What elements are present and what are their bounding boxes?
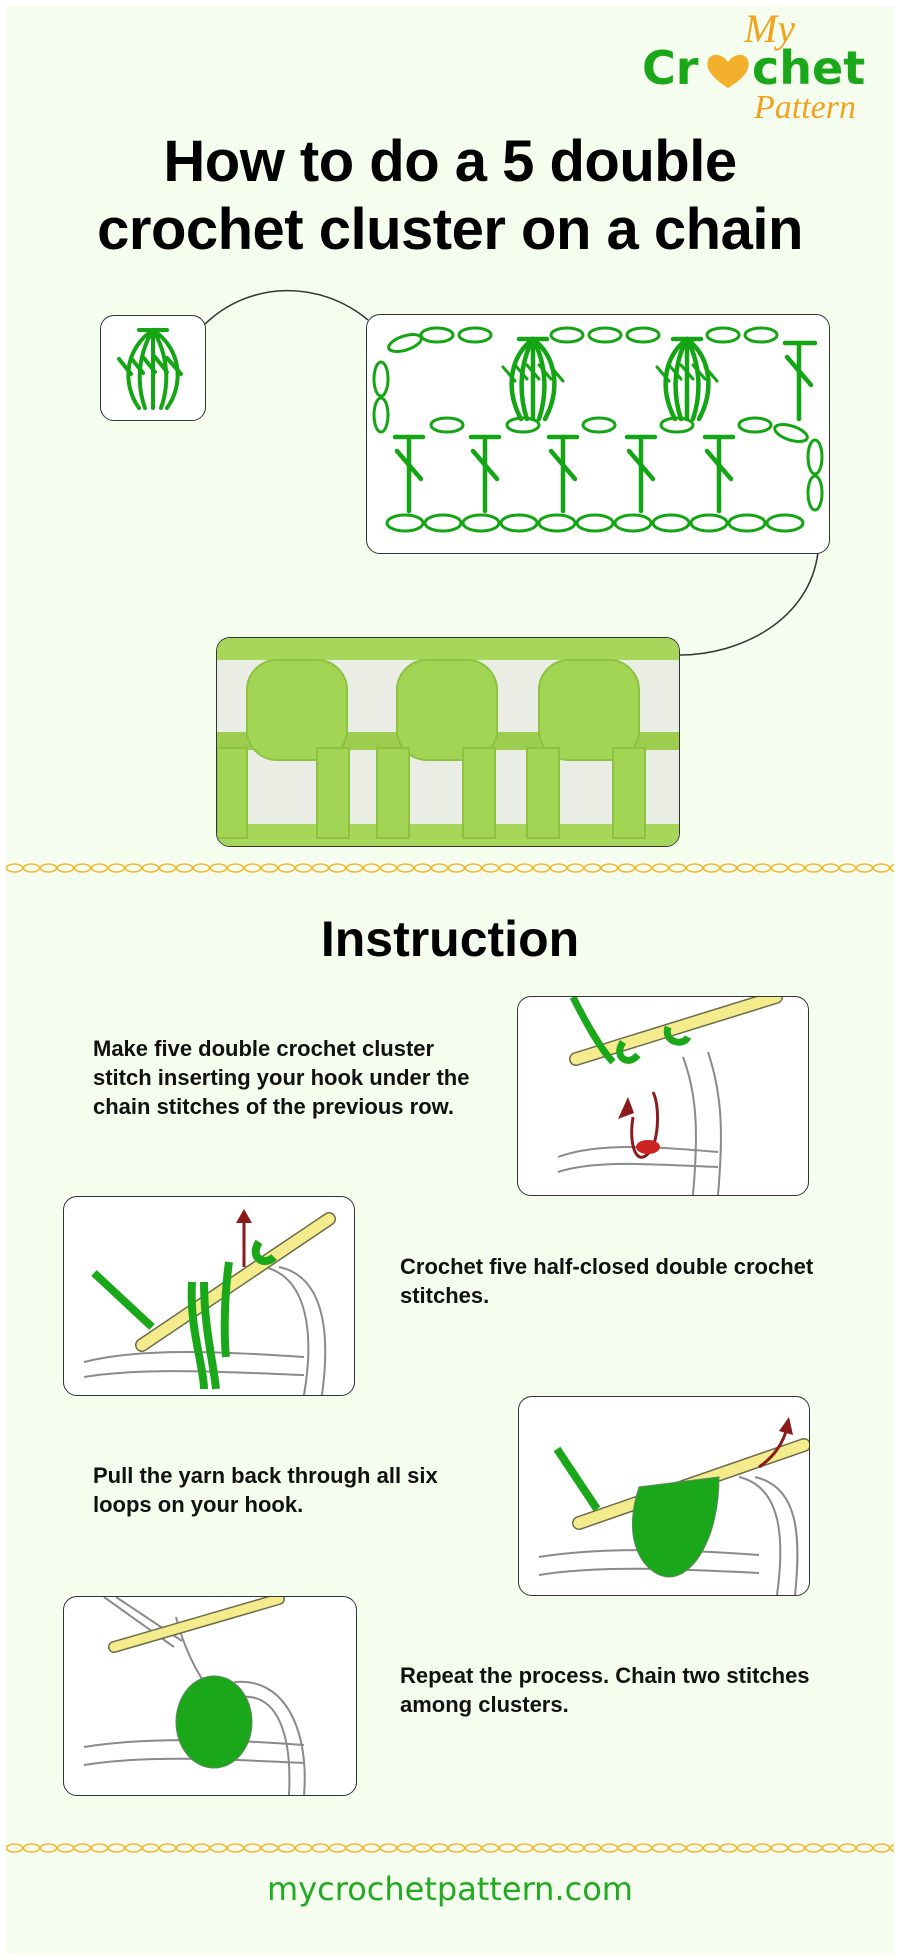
step-4-illustration <box>63 1596 357 1796</box>
crochet-chart-box <box>366 314 830 554</box>
crochet-sample-photo <box>216 637 680 847</box>
pull-through-loops-icon <box>538 1417 809 1595</box>
connector-lines <box>203 289 819 656</box>
logo-my: My <box>743 6 795 51</box>
logo-pattern: Pattern <box>753 89 856 126</box>
title-line-1: How to do a 5 double <box>163 129 737 194</box>
hook-insert-icon <box>557 997 783 1195</box>
title-line-2: crochet cluster on a chain <box>97 197 803 262</box>
yarn-heart-icon <box>707 54 749 88</box>
step-1-illustration <box>517 996 809 1196</box>
step-2-text: Crochet five half-closed double crochet … <box>400 1254 814 1308</box>
sample-photo-image <box>217 638 679 846</box>
logo-chet: chet <box>752 41 865 95</box>
chain-two-icon <box>83 1597 306 1795</box>
instruction-title: Instruction <box>320 911 580 967</box>
chain-divider-bottom <box>6 1840 894 1856</box>
logo-cr: Cr <box>642 41 699 95</box>
website-link[interactable]: mycrochetpattern.com <box>267 1870 633 1908</box>
step-3-illustration <box>518 1396 810 1596</box>
cluster-symbol-icon <box>117 328 183 410</box>
half-closed-dc-icon <box>83 1209 336 1395</box>
cluster-symbol-box <box>100 315 206 421</box>
step-3-text: Pull the yarn back through all six loops… <box>93 1463 438 1517</box>
page-title: How to do a 5 double crochet cluster on … <box>0 128 900 264</box>
step-4-text: Repeat the process. Chain two stitches a… <box>400 1663 810 1717</box>
brand-logo[interactable]: My Cr chet Pattern <box>634 6 894 126</box>
crochet-chart-diagram-icon <box>372 326 824 533</box>
step-2-illustration <box>63 1196 355 1396</box>
chain-divider-top <box>6 860 894 876</box>
step-1-text: Make five double crochet cluster stitch … <box>93 1036 470 1119</box>
